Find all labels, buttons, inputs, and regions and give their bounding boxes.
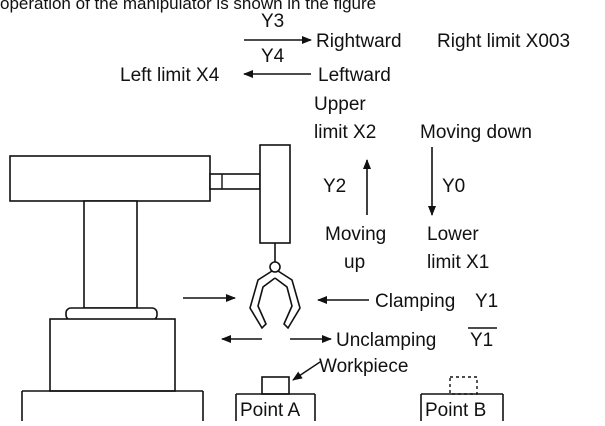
right-limit-label: Right limit X003	[437, 31, 570, 52]
upper-limit-line1: Upper	[314, 94, 366, 115]
leftward-label: Leftward	[318, 65, 391, 86]
lower-limit-line2: limit X1	[427, 252, 489, 273]
workpiece-pointer	[292, 361, 321, 381]
arm-connector	[209, 173, 261, 190]
point-b-label: Point B	[425, 400, 486, 421]
lower-limit-line1: Lower	[427, 224, 479, 245]
support-column	[83, 200, 138, 309]
rightward-output-label: Y3	[261, 11, 284, 32]
workpiece-label: Workpiece	[319, 356, 408, 377]
vertical-carriage	[259, 144, 291, 244]
workpiece-target-outline	[449, 376, 478, 395]
leftward-output-label: Y4	[261, 46, 285, 67]
workpiece-block	[261, 376, 290, 395]
horizontal-arm	[9, 155, 211, 202]
gripper	[249, 243, 301, 330]
clamp-output-label: Y1	[475, 291, 498, 312]
point-a-label: Point A	[240, 400, 301, 421]
left-limit-label: Left limit X4	[120, 65, 220, 86]
top-caption: operation of the manipulator is shown in…	[0, 0, 376, 13]
base-block	[49, 318, 176, 392]
rightward-label: Rightward	[316, 31, 402, 52]
moving-up-line2: up	[344, 252, 365, 273]
clamping-label: Clamping	[375, 291, 455, 312]
up-output-label: Y2	[323, 176, 346, 197]
unclamping-label: Unclamping	[336, 330, 436, 351]
moving-down-label: Moving down	[420, 122, 532, 143]
down-output-label: Y0	[442, 176, 465, 197]
unclamp-output-label: Y1	[470, 330, 493, 351]
moving-up-line1: Moving	[325, 224, 386, 245]
upper-limit-line2: limit X2	[314, 122, 376, 143]
